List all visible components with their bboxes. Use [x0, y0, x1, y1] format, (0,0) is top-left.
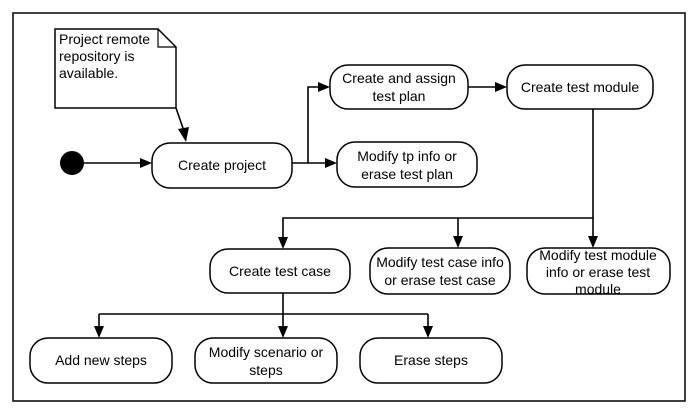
- modify-scenario-line-1: Modify scenario or: [209, 344, 324, 360]
- activity-modify-test-case: Modify test case info or erase test case: [369, 247, 511, 295]
- activity-add-new-steps: Add new steps: [29, 337, 173, 384]
- activity-create-test-case: Create test case: [209, 248, 351, 294]
- edge-test-case-branch: [98, 293, 429, 329]
- activity-modify-scenario: Modify scenario or steps: [194, 337, 338, 384]
- edge-test-module-branch: [282, 109, 594, 240]
- modify-test-plan-line-1: Modify tp info or: [357, 148, 457, 164]
- modify-test-module-line-2: info or erase test: [546, 264, 650, 280]
- modify-scenario-line-2: steps: [249, 362, 282, 378]
- edge-create-project-to-create-assign-test-plan: [292, 86, 321, 164]
- arrowhead-modify-test-case: [453, 236, 463, 248]
- create-assign-test-plan-line-1: Create and assign: [342, 70, 456, 86]
- activity-create-project: Create project: [151, 142, 293, 189]
- arrowhead-modify-test-plan: [325, 158, 337, 168]
- modify-test-plan-line-2: erase test plan: [361, 166, 453, 182]
- initial-node: [60, 151, 84, 175]
- edge-note-to-create-project: [175, 107, 185, 132]
- activity-modify-test-module: Modify test module info or erase test mo…: [526, 247, 671, 297]
- arrowhead-modify-test-module: [588, 236, 598, 248]
- erase-steps-label: Erase steps: [394, 352, 468, 368]
- arrowhead-modify-scenario: [278, 326, 288, 338]
- activity-create-assign-test-plan: Create and assign test plan: [329, 64, 469, 110]
- activity-create-test-module: Create test module: [506, 64, 654, 110]
- activity-erase-steps: Erase steps: [359, 337, 503, 384]
- precondition-note: Project remote repository is available.: [54, 28, 177, 109]
- arrowhead-note-to-create-project: [178, 127, 189, 142]
- arrowhead-create-test-module: [495, 82, 507, 92]
- modify-test-case-line-2: or erase test case: [384, 272, 495, 288]
- create-test-module-label: Create test module: [521, 79, 639, 95]
- note-line-1: Project remote: [59, 31, 150, 47]
- create-project-label: Create project: [178, 157, 266, 173]
- modify-test-case-line-1: Modify test case info: [376, 254, 504, 270]
- modify-test-module-line-1: Modify test module: [539, 247, 657, 263]
- arrowhead-erase-steps: [423, 326, 433, 338]
- note-line-3: available.: [59, 65, 118, 81]
- note-line-2: repository is: [59, 48, 134, 64]
- arrowhead-add-new-steps: [94, 326, 104, 338]
- arrowhead-create-test-case: [278, 237, 288, 249]
- activity-modify-test-plan: Modify tp info or erase test plan: [336, 141, 478, 188]
- create-test-case-label: Create test case: [229, 263, 331, 279]
- modify-test-module-line-3: module: [575, 281, 621, 297]
- arrowhead-create-assign-test-plan: [318, 82, 330, 92]
- create-assign-test-plan-line-2: test plan: [373, 88, 426, 104]
- add-new-steps-label: Add new steps: [55, 352, 147, 368]
- arrowhead-initial-to-create-project: [140, 158, 152, 168]
- diagram-frame: [12, 12, 686, 402]
